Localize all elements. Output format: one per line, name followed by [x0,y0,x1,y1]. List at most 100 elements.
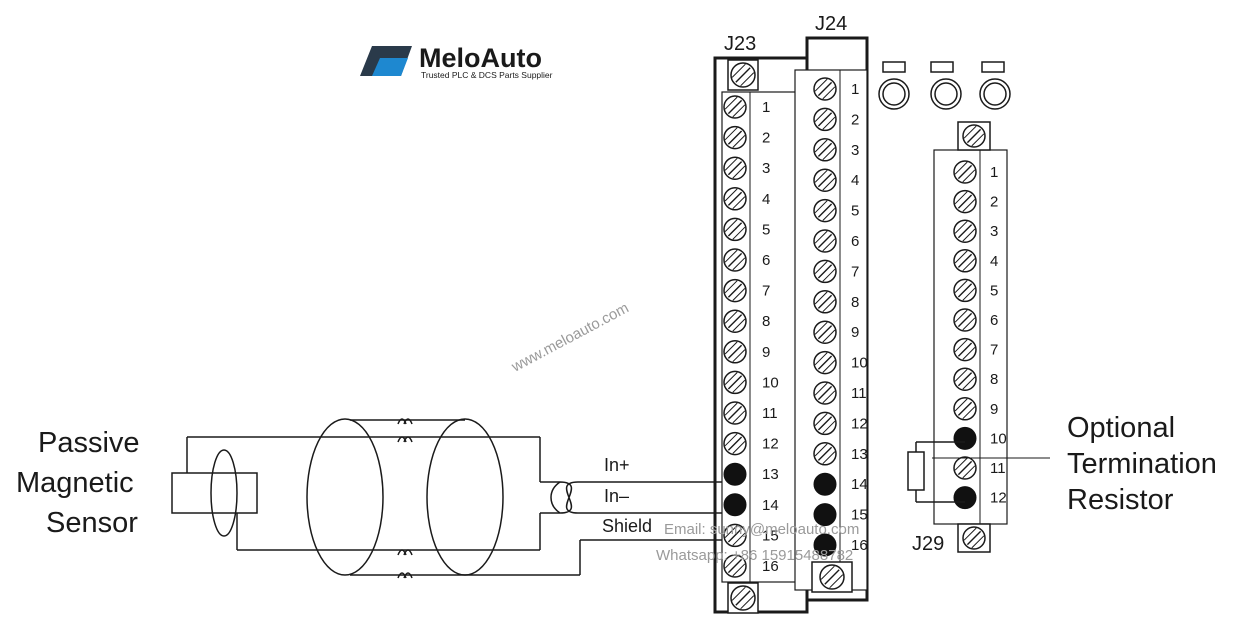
j29-terminal-label: 8 [990,371,998,388]
watermark-site: www.meloauto.com [508,299,632,376]
j29-terminal-label: 11 [990,460,1006,477]
j24-terminal-9-screw [813,320,837,344]
j24-terminal-label: 16 [851,537,868,554]
passive-magnetic-sensor [171,449,258,537]
j23-terminal-label: 9 [762,344,770,361]
j24-terminal-label: 8 [851,294,859,311]
connector-label-j23: J23 [724,33,756,55]
j23-terminal-label: 5 [762,221,770,238]
j23-terminal-label: 8 [762,313,770,330]
j23-terminal-7-screw [723,278,747,303]
j24-terminal-10-screw [813,350,837,375]
logo-name: MeloAuto [419,43,542,73]
wire-label-in-plus: In+ [604,455,630,475]
j29-terminal-3-screw [953,219,977,243]
j23-terminal-16-screw [723,554,747,578]
sensor-label-line1: Passive [38,427,140,459]
j23-terminal-label: 4 [762,191,770,208]
j23-bottom-screw-housing [727,582,759,614]
j24-terminal-15-wired [813,503,837,527]
j24-terminal-14-wired [813,472,837,496]
j29-bottom-screw-housing [957,523,991,553]
j24-terminal-label: 9 [851,324,859,341]
cable-shield-end-left [306,418,384,576]
j29-terminal-label: 5 [990,282,998,299]
j24-terminal-label: 10 [851,355,868,372]
j24-terminal-12-screw [813,411,837,436]
sensor-label-line3: Sensor [46,507,138,539]
j23-terminal-14-wired [723,493,747,517]
resistor-body [907,451,925,491]
j24-terminal-4-screw [813,168,837,192]
j24-terminal-5-screw [813,198,837,223]
j23-terminal-10-screw [723,370,747,395]
j23-terminal-3-screw [723,156,747,180]
led-indicators [878,61,1011,110]
j29-terminal-label: 9 [990,401,998,418]
j23-terminal-label: 15 [762,527,779,544]
connector-label-j24: J24 [815,13,847,35]
j24-terminal-label: 2 [851,111,859,128]
j29-terminal-6-screw [953,308,977,332]
j29-terminal-1-screw [953,160,977,184]
j23-terminal-label: 2 [762,130,770,147]
sensor-body [171,472,258,514]
j24-terminal-label: 14 [851,476,868,493]
j29-terminal-5-screw [953,278,977,303]
j23-terminal-label: 13 [762,466,779,483]
sensor-label-line2: Magnetic [16,467,134,499]
connector-label-j29: J29 [912,533,944,555]
j29-terminal-10-wired [953,426,977,450]
j24-terminal-label: 15 [851,507,868,524]
j23-terminal-label: 12 [762,436,779,453]
j24-terminal-label: 13 [851,446,868,463]
j29-terminal-label: 1 [990,164,998,181]
j29-terminal-12-wired [953,486,977,510]
j23-terminal-label: 7 [762,283,770,300]
j23-terminal-label: 3 [762,160,770,177]
j23-terminal-1-screw [723,95,747,119]
j29-terminal-label: 12 [990,490,1007,507]
j23-terminal-label: 11 [762,405,778,422]
j29-terminal-8-screw [953,367,977,391]
j29-terminal-label: 2 [990,194,998,211]
j29-terminal-label: 3 [990,223,998,240]
j24-terminal-label: 12 [851,415,868,432]
logo-mark-accent [372,58,408,76]
j24-terminal-label: 4 [851,172,859,189]
j23-terminal-5-screw [723,217,747,242]
j24-terminal-label: 5 [851,203,859,220]
j23-top-screw-housing [727,59,759,91]
j24-terminal-label: 11 [851,385,867,402]
j29-bottom-screw-housing-screw [962,526,986,550]
j23-terminal-label: 16 [762,558,779,575]
watermark-email: Email: sunny@meloauto.com [664,521,859,538]
j29-terminal-7-screw [953,337,977,362]
logo-tagline: Trusted PLC & DCS Parts Supplier [421,70,553,80]
j24-terminal-3-screw [813,138,837,162]
j23-terminal-15-screw [723,523,747,548]
j29-terminal-label: 6 [990,312,998,329]
j29-terminal-label: 7 [990,342,998,359]
wire-label-shield: Shield [602,516,652,536]
meloauto-logo: MeloAuto Trusted PLC & DCS Parts Supplie… [360,43,553,80]
resistor-label-line1: Optional [1067,412,1175,444]
j24-terminal-8-screw [813,290,837,314]
watermark-whatsapp: Whatsapp: +86 15915488782 [656,547,853,564]
j24-terminal-13-screw [813,442,837,466]
twisted-pair [550,481,579,514]
j23-terminal-4-screw [723,187,747,211]
j29-terminal-11-screw [953,456,977,480]
j29-top-screw-housing-screw [962,124,986,148]
j24-terminal-2-screw [813,107,837,132]
j29-terminal-9-screw [953,397,977,421]
wire-label-in-minus: In– [604,486,629,506]
j23-bottom-screw-housing-screw [730,585,756,611]
j23-terminal-9-screw [723,340,747,364]
j23-terminal-11-screw [723,401,747,425]
shielded-cable [186,418,735,579]
sensor-coil [210,449,238,537]
